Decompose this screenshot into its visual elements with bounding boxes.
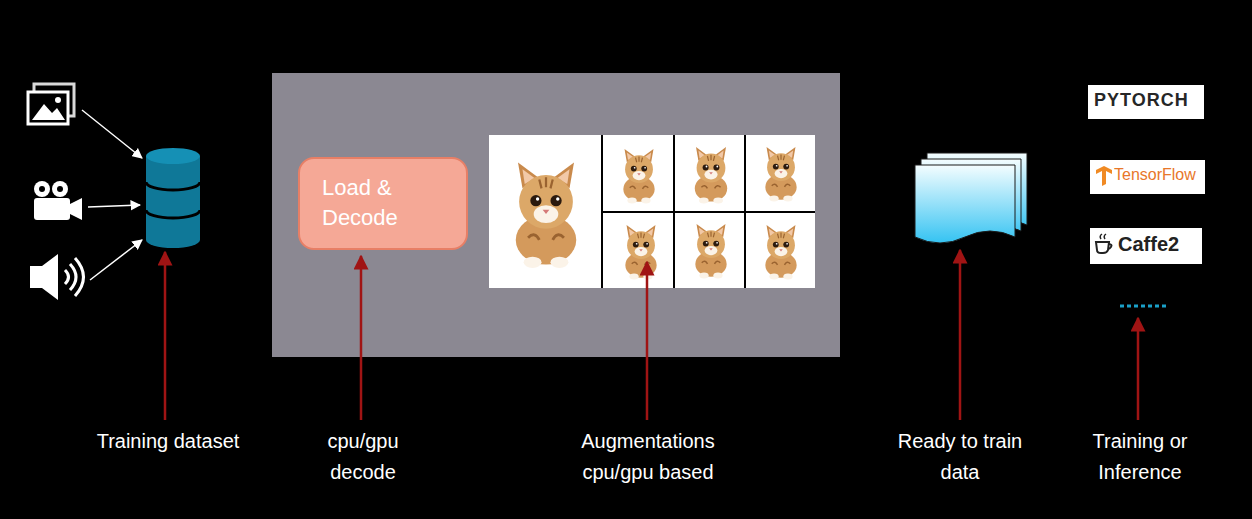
- database-icon: [146, 148, 200, 248]
- input-arrows: [82, 110, 142, 280]
- processing-panel: [272, 73, 840, 357]
- more-dots: [1120, 305, 1166, 308]
- pointer-arrows: [165, 250, 1138, 420]
- framework-logo: TensorFlow: [1090, 160, 1205, 194]
- document-stack: [915, 153, 1027, 243]
- speaker-icon: [30, 254, 84, 300]
- framework-logo: PYTORCH: [1088, 85, 1204, 119]
- node-text: Load & Decode: [322, 173, 452, 233]
- stage-label: cpu/gpu decode: [317, 426, 409, 488]
- augmentation-grid: [489, 135, 815, 288]
- framework-logo: Caffe2: [1090, 228, 1202, 264]
- tensorflow-icon: [1093, 164, 1115, 186]
- stage-label: Augmentations cpu/gpu based: [562, 426, 734, 488]
- node-text: PYTORCH: [1094, 89, 1198, 111]
- video-camera-icon: [34, 181, 82, 220]
- node-text: Caffe2: [1118, 232, 1196, 256]
- caffe-cup-icon: [1093, 232, 1115, 254]
- image-icon: [28, 84, 74, 124]
- stage-label: Training dataset: [68, 426, 268, 457]
- process-box: Load & Decode: [298, 157, 468, 250]
- stage-label: Ready to train data: [885, 426, 1035, 488]
- stage-label: Training or Inference: [1079, 426, 1201, 488]
- node-text: TensorFlow: [1114, 165, 1200, 185]
